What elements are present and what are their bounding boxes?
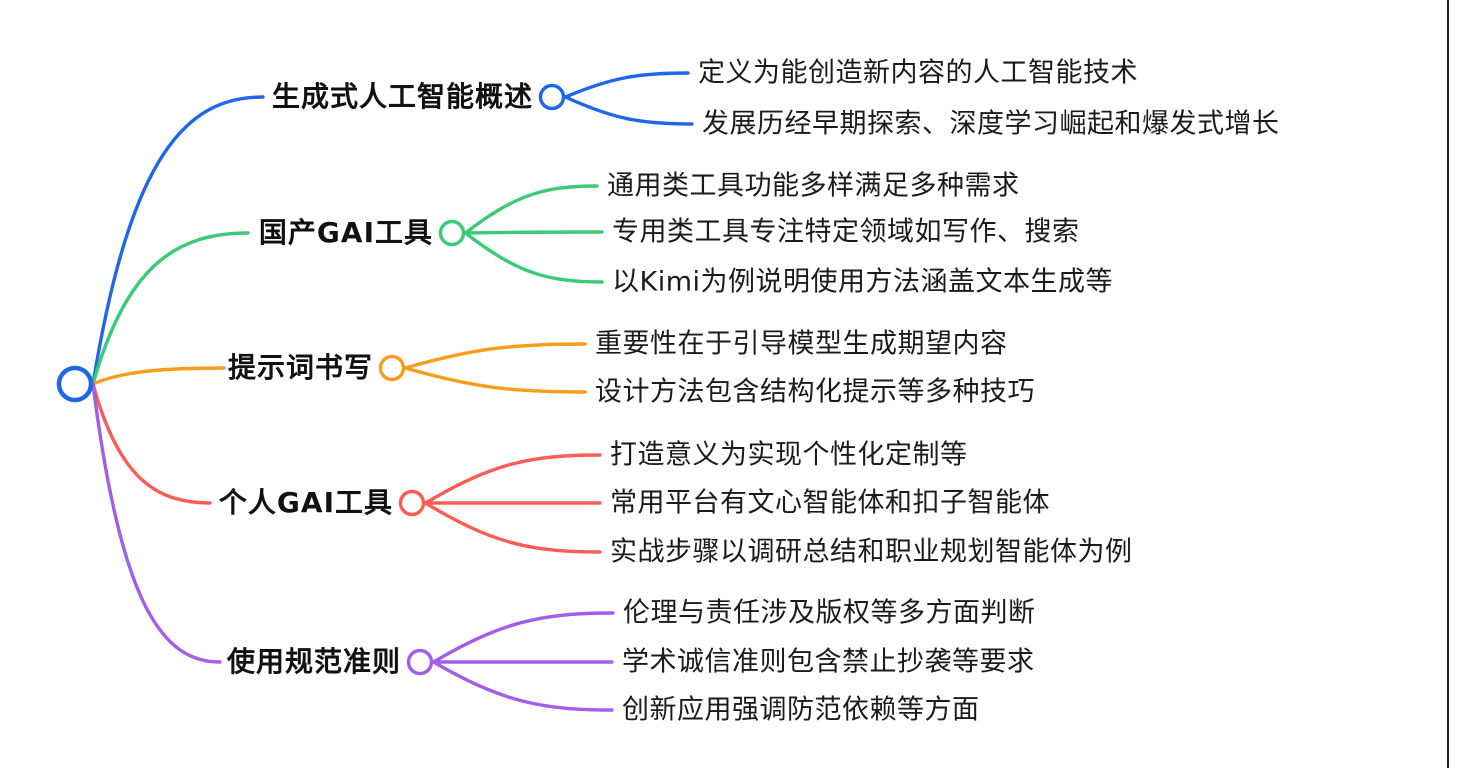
child-label-5-1[interactable]: 伦理与责任涉及版权等多方面判断 (623, 597, 1036, 629)
branch-node-4[interactable] (398, 489, 426, 517)
child-label-4-2[interactable]: 常用平台有文心智能体和扣子智能体 (610, 487, 1050, 519)
child-label-5-3[interactable]: 创新应用强调防范依赖等方面 (622, 694, 980, 726)
edge-branch2-child2 (463, 230, 604, 235)
edge-root-branch-1 (91, 95, 265, 386)
child-label-3-2[interactable]: 设计方法包含结构化提示等多种技巧 (595, 376, 1035, 408)
edge-branch5-child3 (431, 660, 614, 712)
edge-root-branch-3 (91, 366, 226, 386)
child-label-2-1[interactable]: 通用类工具功能多样满足多种需求 (607, 170, 1020, 202)
edge-branch3-child2 (403, 366, 587, 394)
edge-root-branch-5 (91, 382, 222, 664)
child-label-4-3[interactable]: 实战步骤以调研总结和职业规划智能体为例 (610, 536, 1133, 568)
child-label-5-2[interactable]: 学术诚信准则包含禁止抄袭等要求 (622, 646, 1035, 678)
root-node[interactable] (56, 365, 94, 403)
branch-node-1[interactable] (538, 83, 566, 111)
branch-label-personal-gai-tools[interactable]: 个人GAI工具 (218, 485, 393, 519)
edge-branch1-child2 (563, 95, 694, 126)
edge-branch1-child1 (563, 71, 690, 99)
edge-root-branch-2 (91, 231, 250, 386)
edge-branch4-child3 (423, 501, 602, 554)
child-label-3-1[interactable]: 重要性在于引导模型生成期望内容 (595, 328, 1008, 360)
branch-label-usage-guidelines[interactable]: 使用规范准则 (226, 644, 401, 678)
edge-branch4-child1 (423, 453, 602, 505)
branch-label-domestic-gai-tools[interactable]: 国产GAI工具 (258, 215, 433, 249)
child-label-4-1[interactable]: 打造意义为实现个性化定制等 (610, 439, 968, 471)
child-label-1-2[interactable]: 发展历经早期探索、深度学习崛起和爆发式增长 (702, 108, 1280, 140)
edge-branch2-child1 (463, 184, 599, 235)
edge-branch2-child3 (463, 231, 604, 284)
branch-node-3[interactable] (378, 354, 406, 382)
branch-node-5[interactable] (406, 648, 434, 676)
edge-branch5-child1 (431, 611, 615, 664)
child-label-2-3[interactable]: 以Kimi为例说明使用方法涵盖文本生成等 (612, 266, 1114, 298)
branch-node-2[interactable] (438, 219, 466, 247)
canvas-right-border (1447, 0, 1449, 768)
edge-root-branch-4 (91, 382, 212, 505)
child-label-1-1[interactable]: 定义为能创造新内容的人工智能技术 (698, 57, 1138, 89)
branch-label-genai-overview[interactable]: 生成式人工智能概述 (271, 79, 533, 113)
branch-label-prompt-writing[interactable]: 提示词书写 (227, 350, 373, 384)
child-label-2-2[interactable]: 专用类工具专注特定领域如写作、搜索 (612, 216, 1080, 248)
edge-branch3-child1 (403, 342, 587, 370)
